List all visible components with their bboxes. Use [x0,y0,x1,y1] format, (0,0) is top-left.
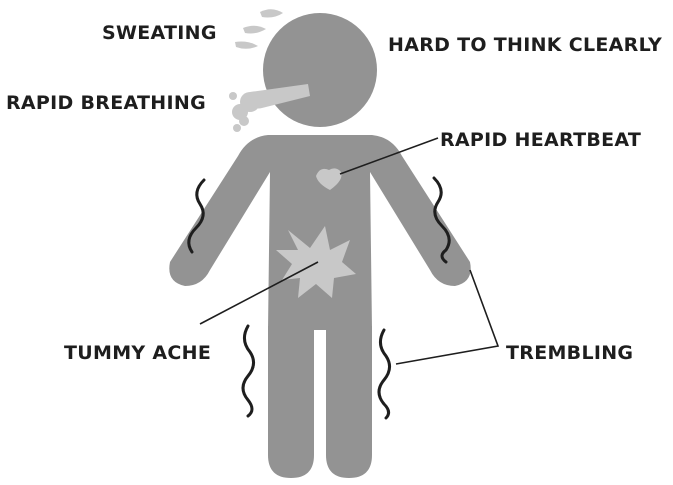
left-leg [268,326,314,478]
label-rapid-breathing: RAPID BREATHING [6,94,206,113]
label-sweating: SWEATING [102,24,217,43]
label-trembling: TREMBLING [506,344,633,363]
label-hard-to-think: HARD TO THINK CLEARLY [388,36,662,55]
torso-and-arms [169,135,470,330]
label-tummy-ache: TUMMY ACHE [64,344,211,363]
label-rapid-heartbeat: RAPID HEARTBEAT [440,131,641,150]
head [263,13,377,127]
right-leg [326,326,372,478]
